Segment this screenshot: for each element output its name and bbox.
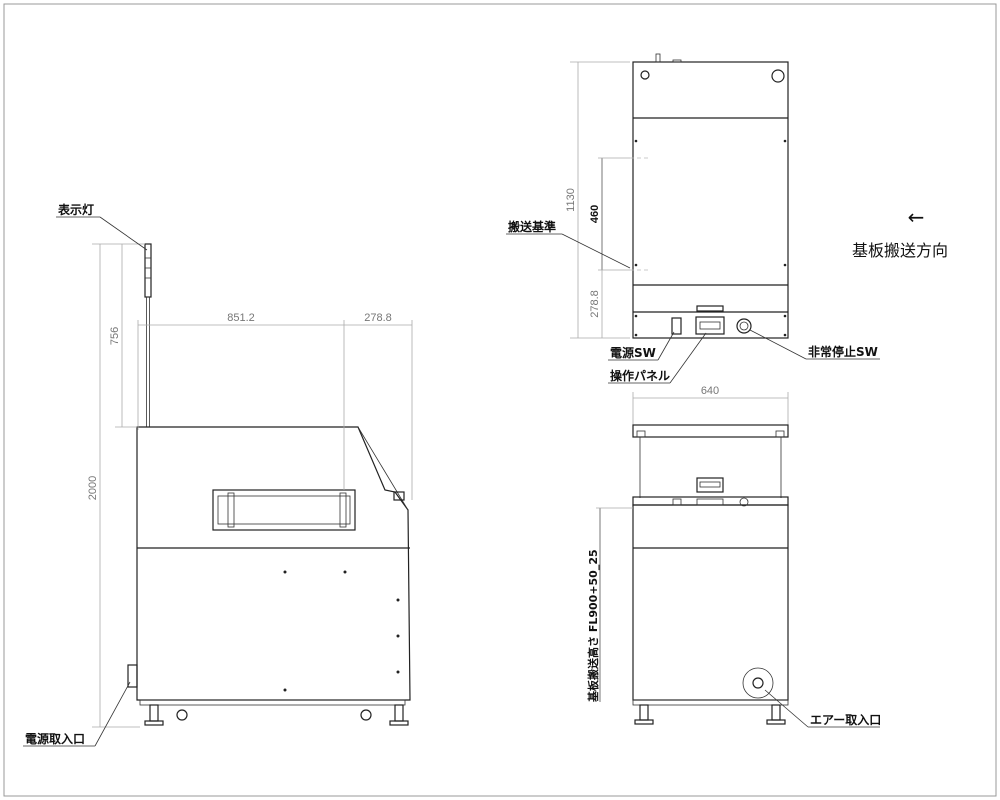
signal-tower-pole <box>146 296 150 428</box>
label-power-switch: 電源SW <box>610 345 656 360</box>
label-power-inlet: 電源取入口 <box>25 731 85 746</box>
label-emergency-stop: 非常停止SW <box>808 344 878 359</box>
front-handle <box>696 305 724 312</box>
dim-light-height: 756 <box>109 327 121 345</box>
dim-reference-offset: 278.8 <box>589 290 601 318</box>
dim-width: 640 <box>701 385 719 397</box>
dim-total-height: 2000 <box>87 476 99 500</box>
side-caster <box>176 709 188 721</box>
side-body <box>136 426 411 701</box>
side-foot <box>149 704 159 722</box>
air-inlet <box>742 667 774 699</box>
label-air-inlet: エアー取入口 <box>810 713 881 727</box>
rear-view: 640 基板搬送高さ FL900+50_25 エアー取入口 <box>586 385 881 728</box>
drawing-frame <box>3 3 997 797</box>
dim-depth-panel: 278.8 <box>364 312 392 324</box>
direction-label: 基板搬送方向 <box>852 241 948 260</box>
side-panel-knob <box>393 491 405 501</box>
emergency-stop-switch <box>736 318 752 334</box>
side-window <box>212 489 356 531</box>
dim-reference-span: 460 <box>589 205 601 223</box>
label-operation-panel: 操作パネル <box>610 368 670 383</box>
label-signal-light: 表示灯 <box>57 202 94 217</box>
dim-depth-main: 851.2 <box>227 312 255 324</box>
dim-front-height: 1130 <box>565 188 577 212</box>
front-view: 1130 460 278.8 搬送基準 電源SW 操作パネル 非常停止SW <box>506 53 880 384</box>
operation-panel <box>695 316 725 335</box>
direction-arrow-icon: ← <box>908 205 925 229</box>
transfer-direction: ← 基板搬送方向 <box>852 205 948 260</box>
label-transfer-height: 基板搬送高さ FL900+50_25 <box>586 549 600 703</box>
side-view: 2000 756 851.2 278.8 表示灯 電源取入口 <box>23 202 413 747</box>
rear-top-lid <box>632 424 789 438</box>
rear-body <box>632 504 789 701</box>
front-body <box>632 61 789 339</box>
power-switch <box>671 317 682 335</box>
label-transfer-reference: 搬送基準 <box>508 219 556 234</box>
power-inlet <box>127 664 138 688</box>
signal-tower-lamp <box>144 243 152 298</box>
